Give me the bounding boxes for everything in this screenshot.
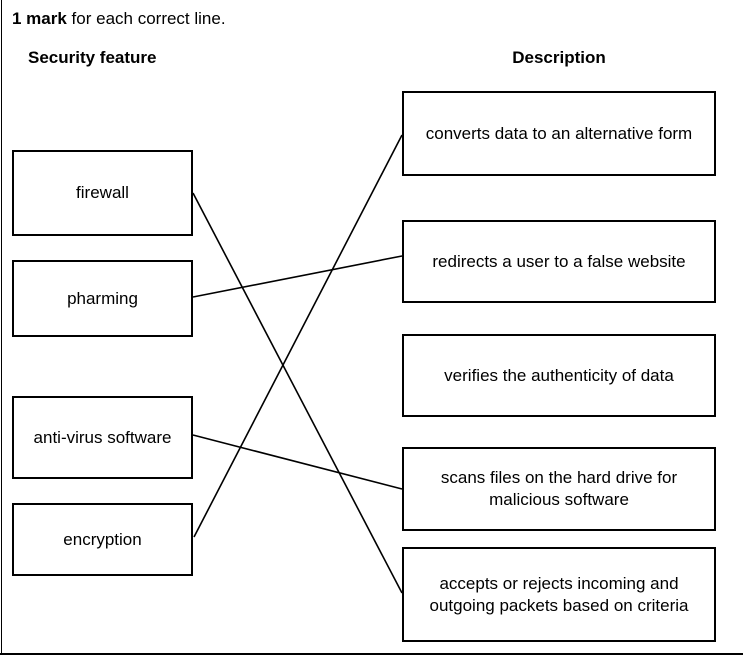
security-feature-box-anti-virus[interactable]: anti-virus software [12,396,193,479]
description-box-label: verifies the authenticity of data [444,365,674,385]
link-encryption-to-converts[interactable] [193,134,403,538]
description-box-label: scans files on the hard drive for malici… [440,468,678,509]
page-bottom-rule [0,653,743,655]
description-box-label: converts data to an alternative form [425,123,693,143]
column-heading-description: Description [512,48,606,67]
link-pharming-to-redirects[interactable] [192,255,403,298]
description-box-label: accepts or rejects incoming and outgoing… [429,573,689,615]
description-box-label: redirects a user to a false website [432,251,686,271]
column-heading-security-feature: Security feature [28,48,157,67]
marking-instruction: 1 mark for each correct line. [12,8,226,30]
security-feature-box-firewall[interactable]: firewall [12,150,193,236]
security-feature-box-encryption[interactable]: encryption [12,503,193,576]
security-feature-box-label: encryption [63,529,142,549]
security-feature-box-label: pharming [67,288,138,308]
description-box-desc-encryption[interactable]: converts data to an alternative form [402,91,716,176]
security-feature-box-pharming[interactable]: pharming [12,260,193,337]
description-box-desc-unused[interactable]: verifies the authenticity of data [402,334,716,417]
description-box-desc-firewall[interactable]: accepts or rejects incoming and outgoing… [402,547,716,642]
link-antivirus-to-scans[interactable] [192,434,403,490]
marking-instruction-mark: 1 mark [12,9,67,28]
marking-instruction-rest: for each correct line. [66,9,226,28]
security-feature-box-label: firewall [76,183,129,202]
description-box-desc-pharming[interactable]: redirects a user to a false website [402,220,716,303]
security-feature-box-label: anti-virus software [33,427,172,447]
link-firewall-to-packets[interactable] [192,192,403,594]
page-left-rule [1,0,2,654]
description-box-desc-antivirus[interactable]: scans files on the hard drive for malici… [402,447,716,531]
